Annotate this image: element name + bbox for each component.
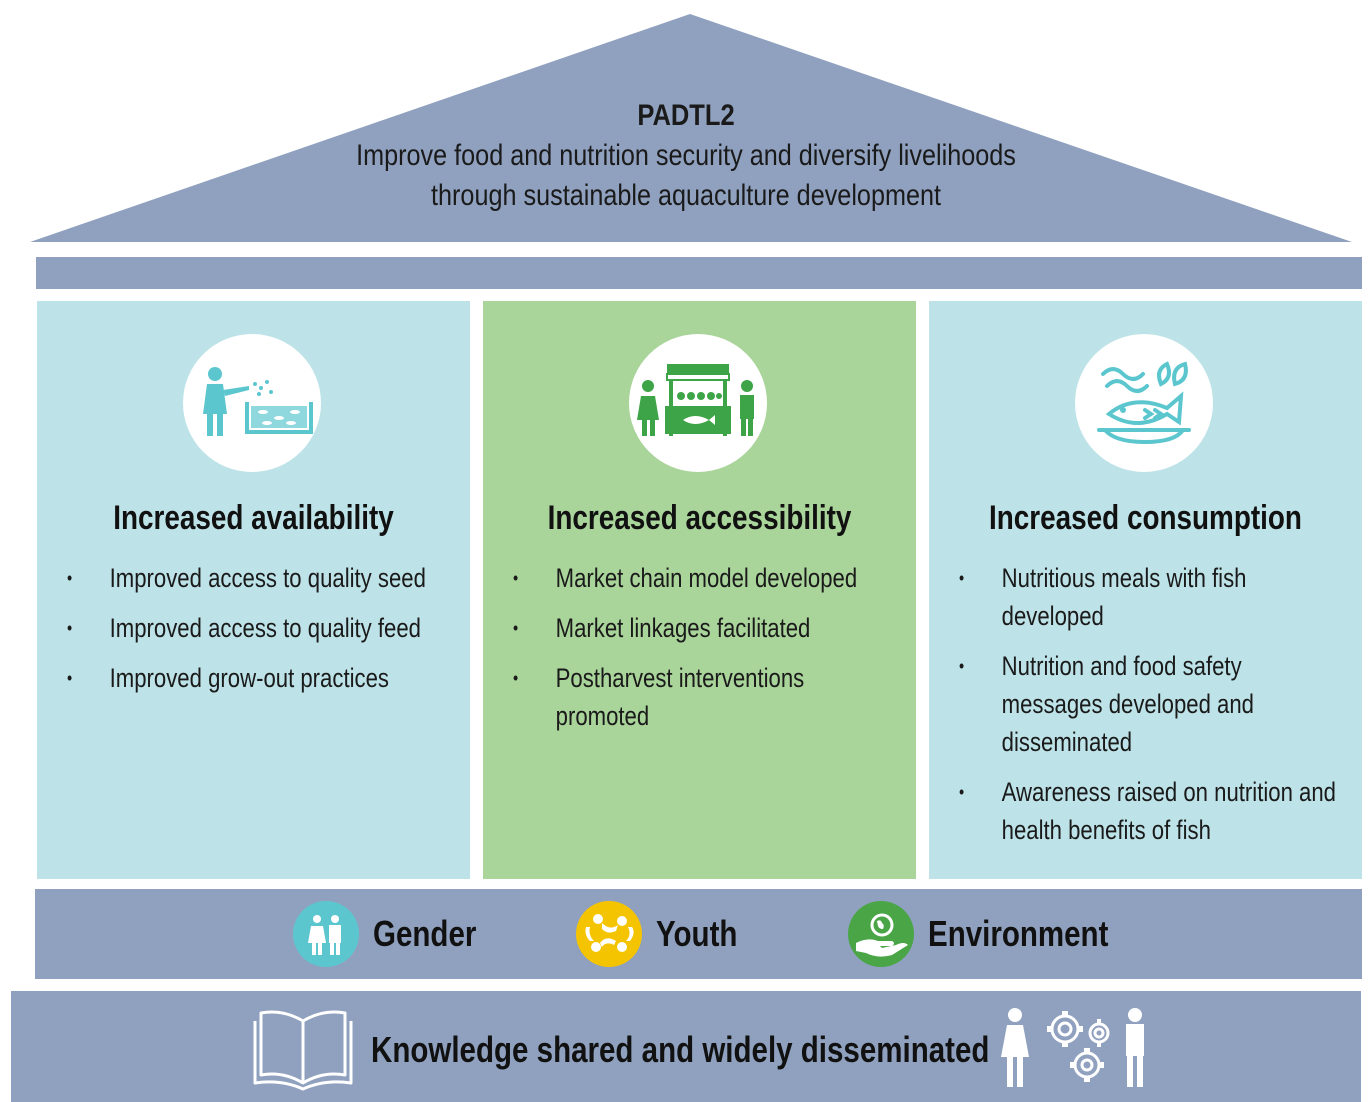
crosscutting-label: Youth [656, 913, 738, 954]
foundation-band: Knowledge shared and widely disseminated [11, 991, 1361, 1102]
list-item: Market linkages facilitated [513, 609, 898, 647]
roof-text: PADTL2 Improve food and nutrition securi… [200, 96, 1172, 216]
list-item: Improved grow-out practices [67, 659, 452, 697]
list-item: Nutritious meals with fish developed [959, 559, 1344, 635]
environment-icon [848, 901, 914, 967]
pillar-title: Increased availability [113, 499, 394, 537]
foundation-label: Knowledge shared and widely disseminated [371, 1029, 990, 1070]
pillar-item-list: Market chain model developed Market link… [513, 559, 898, 747]
crosscutting-band: Gender Youth [35, 889, 1362, 979]
pillar-title: Increased consumption [989, 499, 1302, 537]
pillar-consumption: Increased consumption Nutritious meals w… [929, 301, 1362, 879]
list-item: Nutrition and food safety messages devel… [959, 647, 1344, 761]
pillar-accessibility: Increased accessibility Market chain mod… [483, 301, 916, 879]
pillar-item-list: Nutritious meals with fish developed Nut… [959, 559, 1344, 861]
beam [36, 257, 1362, 289]
roof-subtitle-line2: through sustainable aquaculture developm… [431, 179, 941, 212]
open-book-icon [253, 1010, 353, 1091]
pillar-availability: Increased availability Improved access t… [37, 301, 470, 879]
crosscutting-label: Gender [373, 913, 477, 954]
crosscutting-label: Environment [928, 913, 1109, 954]
fish-market-stall-icon [629, 334, 767, 472]
roof-subtitle-line1: Improve food and nutrition security and … [356, 139, 1016, 172]
pillar-item-list: Improved access to quality seed Improved… [67, 559, 452, 709]
person-feeding-fish-pond-icon [183, 334, 321, 472]
youth-icon [576, 901, 642, 967]
fish-meal-dish-icon [1075, 334, 1213, 472]
list-item: Market chain model developed [513, 559, 898, 597]
list-item: Awareness raised on nutrition and health… [959, 773, 1344, 849]
list-item: Improved access to quality feed [67, 609, 452, 647]
roof-title: PADTL2 [637, 99, 735, 132]
list-item: Postharvest interventions promoted [513, 659, 898, 735]
roof [30, 14, 1352, 242]
list-item: Improved access to quality seed [67, 559, 452, 597]
gender-icon [293, 901, 359, 967]
people-gears-icon [1001, 1008, 1144, 1087]
pillar-title: Increased accessibility [547, 499, 852, 537]
